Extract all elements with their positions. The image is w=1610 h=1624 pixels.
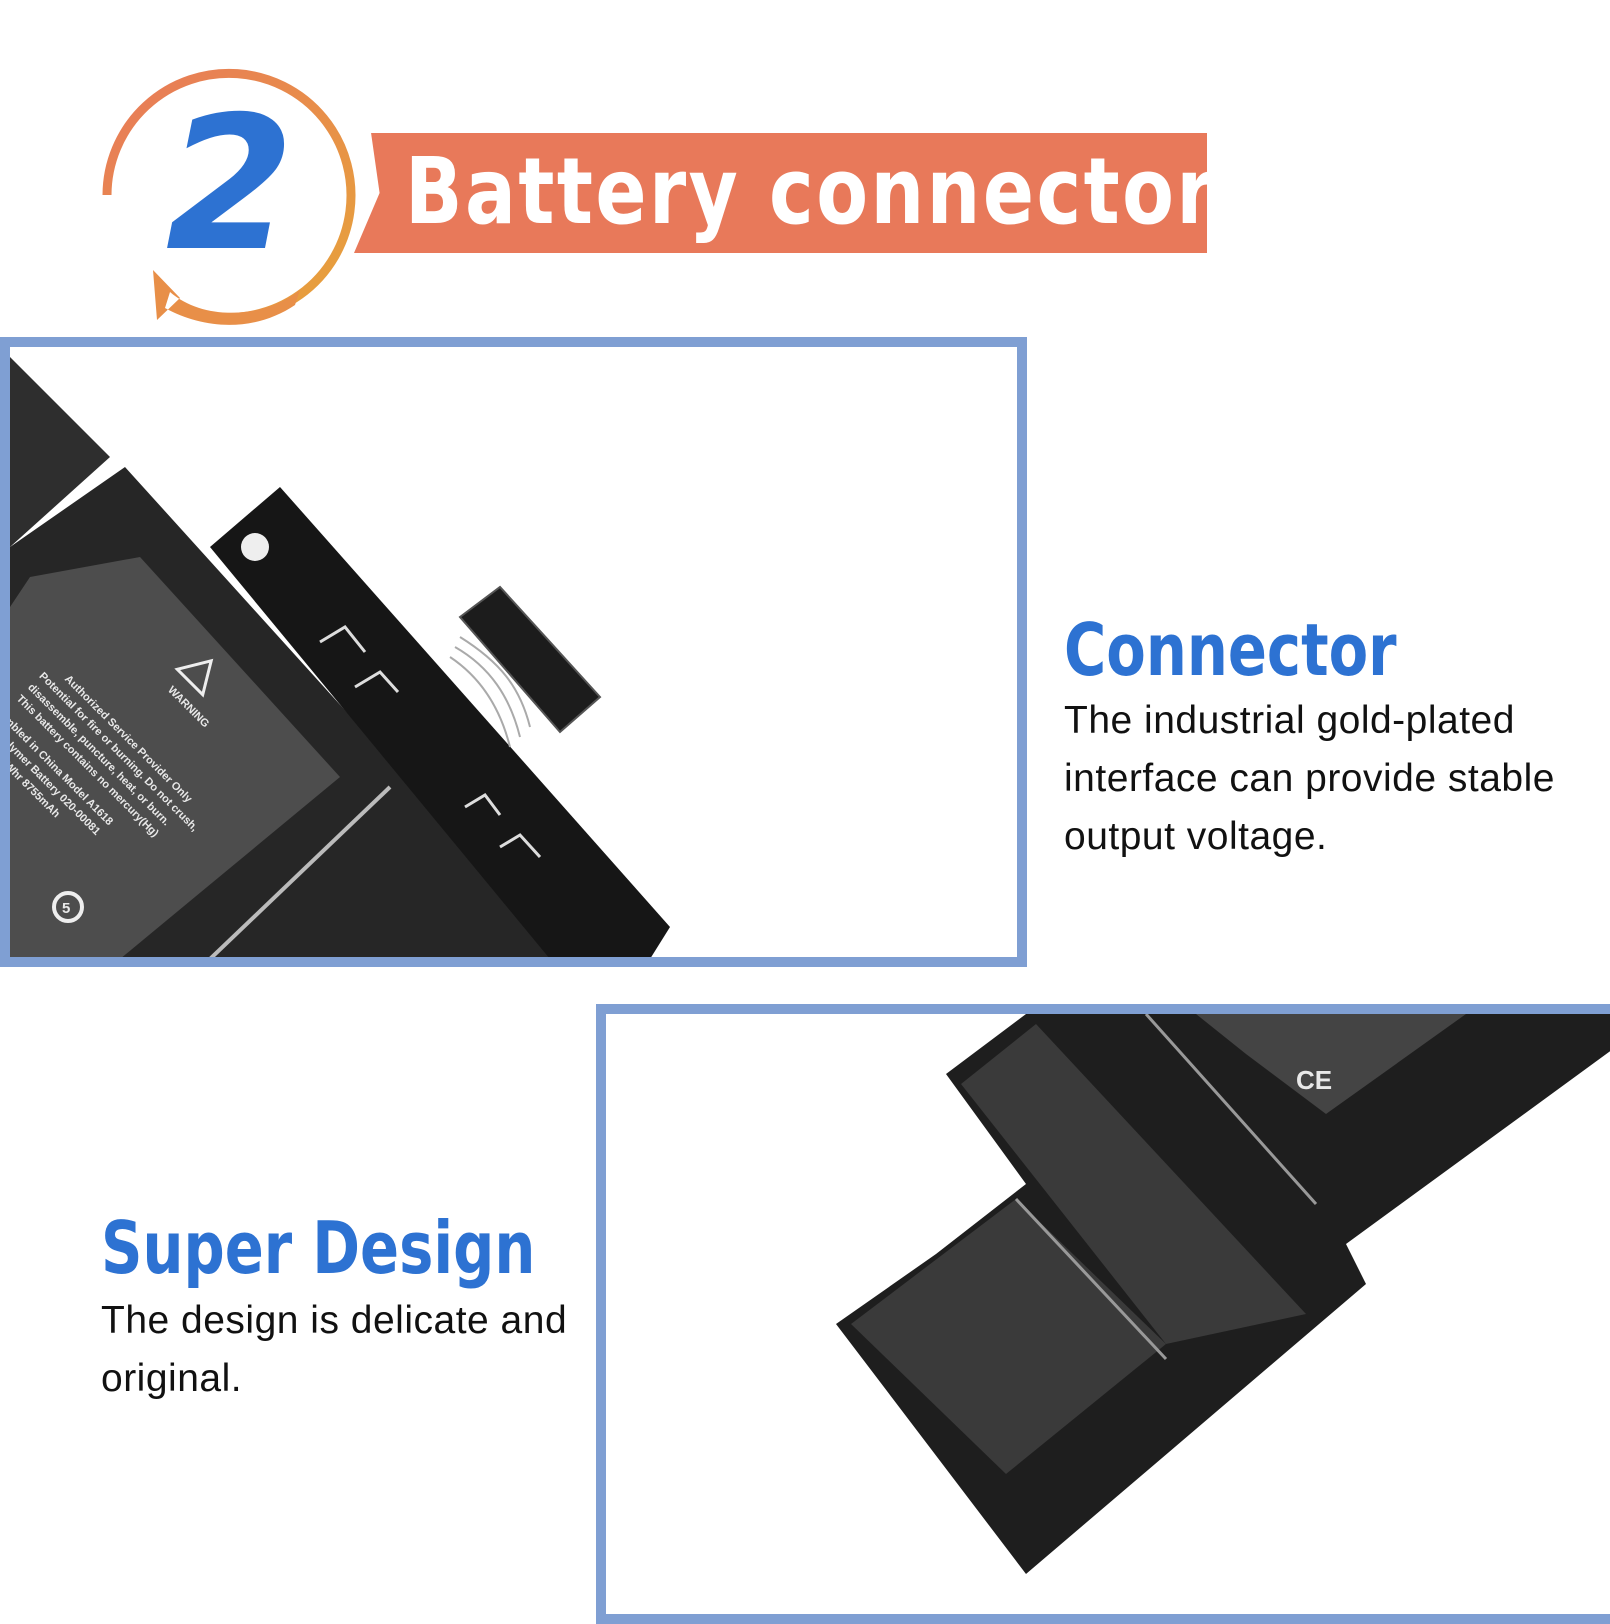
design-heading: Super Design [101,1206,536,1290]
rotate-arrow-logo: 2 [102,68,356,325]
title-banner [354,133,1207,253]
recycle-icon: 5 [52,891,84,923]
design-description: The design is delicate and original. [101,1299,568,1400]
logo-number: 2 [166,76,295,292]
battery-design-image: CE [836,1014,1610,1574]
battery-connector-image: WARNING Authorized Service Provider Only… [10,357,670,957]
connector-heading: Connector [1064,608,1397,692]
connector-description: The industrial gold-plated interface can… [1064,699,1555,858]
design-image-frame: CE [596,1004,1610,1624]
svg-text:5: 5 [62,900,70,917]
banner-title: Battery connector [405,138,1217,245]
connector-image-frame: WARNING Authorized Service Provider Only… [0,337,1027,967]
ce-mark: CE [1296,1065,1332,1095]
